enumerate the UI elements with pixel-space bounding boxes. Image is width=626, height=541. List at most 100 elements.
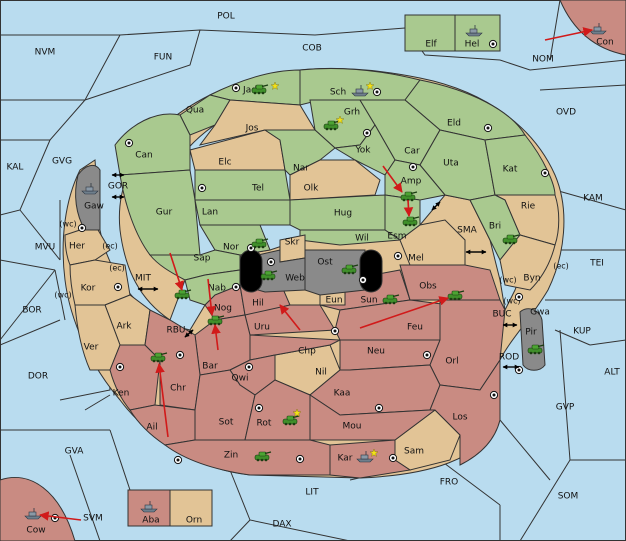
prov-Can: Can	[135, 151, 153, 161]
prov-Kaa: Kaa	[334, 389, 351, 399]
prov-Her: Her	[69, 242, 85, 252]
prov-Jad: Jad	[242, 86, 257, 96]
prov-Rot: Rot	[257, 419, 272, 429]
prov-Sot: Sot	[219, 418, 234, 428]
coast-labels: (wc) (ec) (ec) (wc) (wc) (ec) (wc)	[54, 220, 568, 306]
canal-links	[111, 172, 520, 370]
prov-Eun: Eun	[325, 296, 342, 306]
prov-Bar: Bar	[202, 362, 218, 372]
prov-Chr: Chr	[170, 384, 186, 394]
sea-GVG: GVG	[52, 157, 72, 167]
sea-FRO: FRO	[440, 478, 459, 488]
sea-KUP: KUP	[573, 327, 591, 337]
prov-Hil: Hil	[252, 299, 264, 309]
sea-GVP: GVP	[556, 403, 575, 413]
sea-GVA: GVA	[65, 447, 85, 457]
prov-Car: Car	[404, 147, 420, 157]
prov-Zin: Zin	[224, 451, 238, 461]
sea-MIT: MIT	[135, 274, 151, 284]
sea-FUN: FUN	[154, 53, 173, 63]
prov-Mou: Mou	[343, 422, 362, 432]
prov-Esm: Esm	[387, 232, 406, 242]
sea-labels: POL NVM FUN COB NOM OVD KAL GVG KAM MVU …	[7, 12, 621, 530]
prov-Amp: Amp	[401, 177, 422, 187]
prov-Neu: Neu	[367, 347, 385, 357]
prov-Ken: Ken	[113, 389, 130, 399]
prov-Elf: Elf	[425, 40, 437, 50]
prov-Sap: Sap	[194, 254, 211, 264]
sea-TEI: TEI	[589, 259, 604, 269]
prov-Rie: Rie	[521, 202, 536, 212]
prov-Mel: Mel	[408, 254, 424, 264]
prov-Ost: Ost	[317, 258, 333, 268]
prov-Sam: Sam	[404, 447, 424, 457]
coast-Her-ec: (ec)	[102, 242, 118, 251]
prov-Gur: Gur	[156, 208, 173, 218]
sea-COB: COB	[302, 44, 322, 54]
prov-Wil: Wil	[355, 234, 369, 244]
prov-Bri: Bri	[489, 222, 501, 232]
prov-Gaw: Gaw	[84, 202, 104, 212]
coast-Kor-ec: (ec)	[109, 264, 125, 273]
prov-Gwa: Gwa	[530, 308, 550, 318]
prov-Uta: Uta	[443, 159, 459, 169]
prov-Skr: Skr	[285, 238, 300, 248]
prov-Cow: Cow	[26, 526, 45, 536]
coast-Byn-ec: (ec)	[553, 262, 569, 271]
sea-BOR: BOR	[22, 306, 41, 316]
sea-GOR: GOR	[108, 182, 128, 192]
coast-Gwa-wc: (wc)	[503, 297, 520, 306]
prov-Yok: Yok	[354, 146, 371, 156]
sea-DAX: DAX	[272, 520, 291, 530]
sea-KAL: KAL	[7, 163, 24, 173]
prov-Nar: Nar	[293, 164, 309, 174]
prov-Qwi: Qwi	[232, 374, 249, 384]
prov-Sun: Sun	[360, 296, 377, 306]
sea-LIT: LIT	[305, 488, 319, 498]
prov-Byn: Byn	[523, 274, 540, 284]
prov-Pir: Pir	[525, 328, 537, 338]
prov-Nor: Nor	[223, 243, 239, 253]
sea-MVU: MVU	[35, 243, 56, 253]
sea-BUC: BUC	[492, 310, 511, 320]
sea-NOM: NOM	[532, 55, 554, 65]
prov-Hel: Hel	[465, 40, 480, 50]
sea-ROD: ROD	[499, 353, 519, 363]
sea-SVM: SVM	[83, 514, 103, 524]
prov-Web: Web	[285, 274, 305, 284]
prov-Ver: Ver	[84, 343, 99, 353]
prov-Lan: Lan	[202, 208, 218, 218]
sea-SOM: SOM	[558, 492, 579, 502]
prov-Sch: Sch	[330, 88, 346, 98]
sea-ALT: ALT	[604, 368, 620, 378]
prov-Hug: Hug	[334, 209, 352, 219]
prov-Nab: Nab	[208, 284, 226, 294]
prov-Grh: Grh	[344, 108, 360, 118]
prov-Kor: Kor	[81, 284, 96, 294]
sea-POL: POL	[217, 12, 235, 22]
prov-Obs: Obs	[419, 282, 437, 292]
sea-NVM: NVM	[35, 48, 56, 58]
sea-RBU: RBU	[166, 326, 185, 336]
prov-Uru: Uru	[254, 323, 270, 333]
red-territories	[109, 264, 506, 479]
province-labels: Jad Sch Qua Grh Jos Can Eld Car Yok Elc …	[26, 38, 613, 536]
prov-Los: Los	[452, 413, 467, 423]
sea-OVD: OVD	[556, 108, 576, 118]
prov-Eld: Eld	[447, 119, 461, 129]
prov-Tel: Tel	[251, 184, 264, 194]
prov-Con: Con	[596, 38, 614, 48]
prov-Aba: Aba	[142, 516, 159, 526]
prov-Qua: Qua	[186, 106, 204, 116]
prov-Nog: Nog	[214, 304, 232, 314]
sea-SMA: SMA	[457, 226, 477, 236]
prov-Chp: Chp	[298, 347, 316, 357]
coast-Her-wc: (wc)	[59, 220, 76, 229]
coast-Kor-wc: (wc)	[54, 291, 71, 300]
prov-Kat: Kat	[503, 165, 518, 175]
prov-Elc: Elc	[218, 158, 231, 168]
prov-Nil: Nil	[315, 368, 327, 378]
sea-DOR: DOR	[28, 372, 48, 382]
